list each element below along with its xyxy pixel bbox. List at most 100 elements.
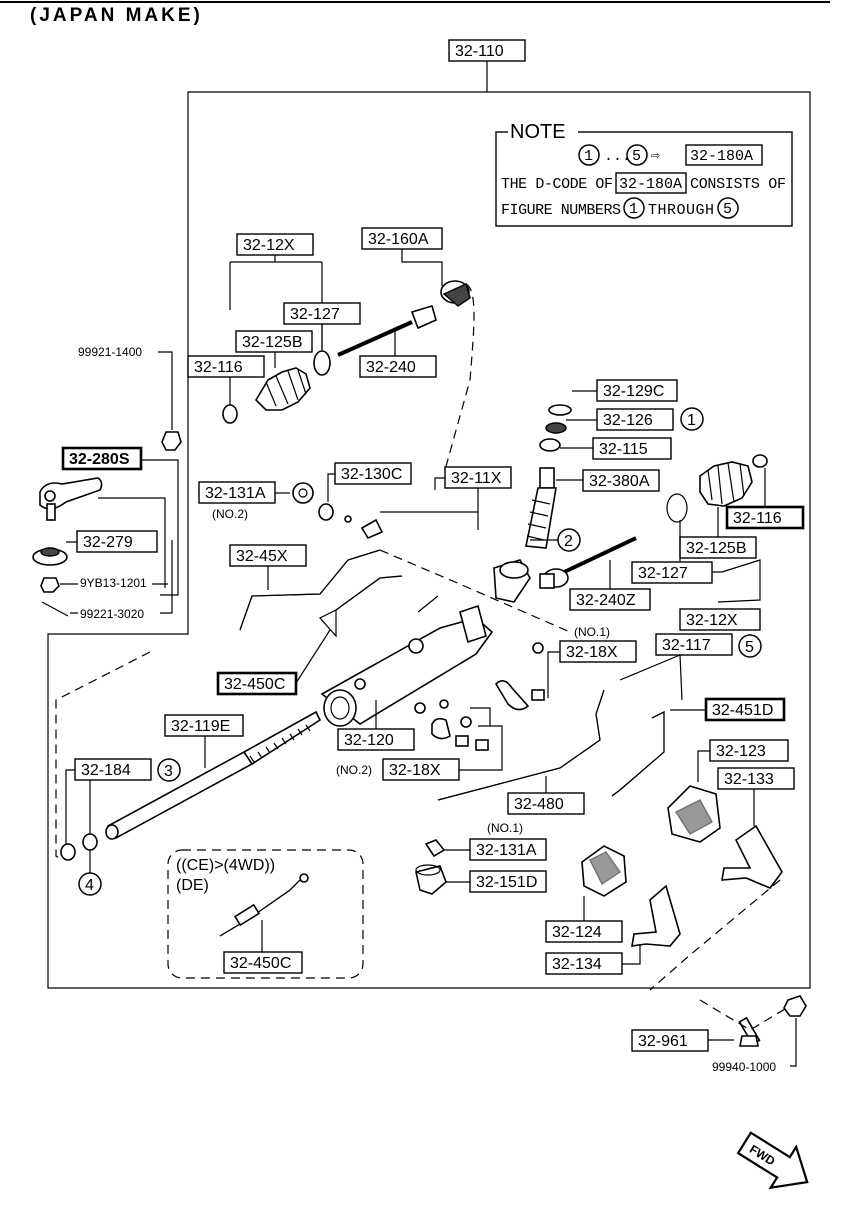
callout-32-18x-no1[interactable]: 32-18X xyxy=(559,640,637,663)
callout-32-133[interactable]: 32-133 xyxy=(717,767,795,790)
label-99940-1000[interactable]: 99940-1000 xyxy=(712,1060,776,1074)
leader-32-117 xyxy=(619,654,683,701)
svg-text:32-129C: 32-129C xyxy=(603,383,664,400)
leader-32-184 xyxy=(65,769,91,844)
dash-upper xyxy=(444,283,475,471)
boot-right-drawing xyxy=(666,454,768,523)
callout-32-117[interactable]: 32-117 xyxy=(655,633,733,656)
svg-text:32-45X: 32-45X xyxy=(236,548,288,565)
svg-text:32-11X: 32-11X xyxy=(451,470,502,487)
rack-drawing xyxy=(105,710,322,840)
callout-32-130c[interactable]: 32-130C xyxy=(334,462,412,485)
leader-99940-1000 xyxy=(790,1018,797,1067)
callout-32-151d[interactable]: 32-151D xyxy=(469,870,547,893)
callout-32-450c-upper[interactable]: 32-450C xyxy=(216,671,298,696)
callout-32-127-right[interactable]: 32-127 xyxy=(631,561,713,584)
callout-32-12x-right[interactable]: 32-12X xyxy=(679,608,761,631)
leader-32-18x-no2 xyxy=(459,707,503,771)
label-99921-1400[interactable]: 99921-1400 xyxy=(78,345,142,359)
bracket-32-450c xyxy=(319,595,439,638)
nut-32-131a-no1 xyxy=(424,839,446,858)
callout-32-18x-no2[interactable]: 32-18X xyxy=(382,758,460,781)
callout-32-451d[interactable]: 32-451D xyxy=(704,697,786,722)
svg-text:32-134: 32-134 xyxy=(552,956,602,973)
callout-32-12x-upper[interactable]: 32-12X xyxy=(236,233,314,256)
part-32-130c xyxy=(318,503,334,521)
callout-32-45x[interactable]: 32-45X xyxy=(229,544,307,567)
callout-32-131a-no2[interactable]: 32-131A xyxy=(198,481,276,504)
callout-32-125b-right[interactable]: 32-125B xyxy=(679,536,757,559)
callout-32-240z[interactable]: 32-240Z xyxy=(569,588,651,611)
callout-32-961[interactable]: 32-961 xyxy=(631,1029,709,1052)
note-heading: NOTE xyxy=(510,121,566,143)
svg-text:32-130C: 32-130C xyxy=(341,466,402,483)
callout-32-450c-variant[interactable]: 32-450C xyxy=(223,951,303,974)
clamp-drawing xyxy=(494,642,545,711)
note-no1-18x: (NO.1) xyxy=(574,625,610,639)
callout-32-11x[interactable]: 32-11X xyxy=(444,466,512,489)
leader-32-11x xyxy=(380,477,479,530)
callout-32-134[interactable]: 32-134 xyxy=(545,952,623,975)
svg-text:32-450C: 32-450C xyxy=(224,676,285,693)
leader-32-279 xyxy=(66,497,166,588)
callout-32-110[interactable]: 32-110 xyxy=(448,39,526,62)
dash-bolt xyxy=(699,999,791,1031)
callout-32-240[interactable]: 32-240 xyxy=(359,355,437,378)
callout-32-126[interactable]: 32-126 xyxy=(596,408,674,431)
note-no2-18x: (NO.2) xyxy=(336,763,372,777)
callout-32-124[interactable]: 32-124 xyxy=(545,920,623,943)
svg-text:4: 4 xyxy=(85,877,94,894)
callout-32-123[interactable]: 32-123 xyxy=(709,739,789,762)
callout-32-160a[interactable]: 32-160A xyxy=(361,227,443,250)
callout-32-116-upper[interactable]: 32-116 xyxy=(187,355,265,378)
callout-32-131a-no1[interactable]: 32-131A xyxy=(469,838,547,861)
figure-number-3: 3 xyxy=(157,758,181,782)
svg-text:32-12X: 32-12X xyxy=(686,612,738,629)
tie-rod-right-drawing xyxy=(539,536,637,589)
callout-32-129c[interactable]: 32-129C xyxy=(596,379,678,402)
clamp-no2-drawing xyxy=(414,699,489,751)
callout-32-125b-upper[interactable]: 32-125B xyxy=(235,330,313,353)
callout-32-280s[interactable]: 32-280S xyxy=(61,446,143,471)
svg-text:32-18X: 32-18X xyxy=(566,644,618,661)
figure-number-1: 1 xyxy=(680,407,704,431)
leader-32-130c xyxy=(327,473,335,502)
svg-text:32-184: 32-184 xyxy=(81,762,131,779)
svg-text:32-12X: 32-12X xyxy=(243,237,295,254)
nut-99940-1000 xyxy=(783,995,807,1017)
leader-32-160a xyxy=(401,249,443,286)
callout-32-120[interactable]: 32-120 xyxy=(337,728,415,751)
ring-32-184 xyxy=(60,843,76,861)
callout-32-279[interactable]: 32-279 xyxy=(76,530,158,553)
svg-text:32-451D: 32-451D xyxy=(712,702,773,719)
bolt-32-961-drawing xyxy=(738,1016,761,1047)
svg-text:32-240: 32-240 xyxy=(366,359,416,376)
callout-32-119e[interactable]: 32-119E xyxy=(164,714,244,737)
leader-32-280s xyxy=(141,459,179,596)
note-line2-mid: THROUGH xyxy=(648,202,714,219)
svg-text:32-115: 32-115 xyxy=(599,441,648,458)
boot-upper-drawing xyxy=(222,280,471,424)
note-line1-end: CONSISTS OF xyxy=(690,176,786,193)
svg-text:32-127: 32-127 xyxy=(290,306,340,323)
tie-rod-end-drawing xyxy=(39,477,103,521)
plug-32-11x xyxy=(360,518,384,540)
svg-text:32-126: 32-126 xyxy=(603,412,653,429)
svg-text:5: 5 xyxy=(745,639,754,656)
label-9yb13-1201[interactable]: 9YB13-1201 xyxy=(80,576,147,590)
svg-text:32-151D: 32-151D xyxy=(476,874,537,891)
callout-32-115[interactable]: 32-115 xyxy=(592,437,672,460)
ring-fig4 xyxy=(82,833,98,851)
callout-32-380a[interactable]: 32-380A xyxy=(582,469,660,492)
variant-box xyxy=(167,849,364,979)
leader-upper-small xyxy=(229,324,396,408)
callout-32-127-upper[interactable]: 32-127 xyxy=(283,302,361,325)
svg-text:32-280S: 32-280S xyxy=(69,451,130,468)
label-99221-3020[interactable]: 99221-3020 xyxy=(80,607,144,621)
boot-32-279-drawing xyxy=(32,547,68,566)
svg-text:32-110: 32-110 xyxy=(455,43,504,60)
callout-32-184[interactable]: 32-184 xyxy=(74,758,152,781)
callout-32-116-right[interactable]: 32-116 xyxy=(725,505,805,530)
callout-32-480[interactable]: 32-480 xyxy=(507,792,585,815)
